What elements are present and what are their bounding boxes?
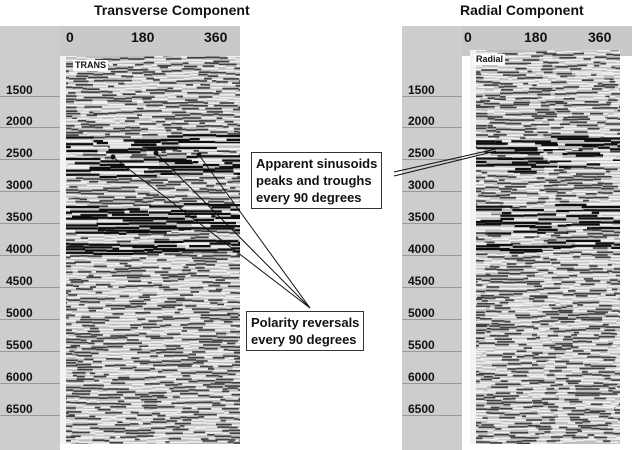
depth-tick [402,255,462,256]
angle-label-360: 360 [588,29,612,45]
transverse-seismic-section [60,56,240,444]
polarity-arrow-2 [155,152,311,309]
polarity-line-1: Polarity reversals [251,315,360,330]
sinusoid-arrow-1 [393,148,497,173]
polarity-callout: Polarity reversals every 90 degrees [246,311,365,351]
depth-label-6000: 6000 [408,370,435,384]
depth-tick [402,319,462,320]
angle-label-180: 180 [524,29,548,45]
depth-label-3000: 3000 [408,178,435,192]
transverse-panel: 0 180 360 TRANS 1500 2000 2500 3000 3500 4000… [0,0,240,450]
depth-label-5500: 5500 [408,338,435,352]
polarity-line-2: every 90 degrees [251,332,357,347]
transverse-trace-label: TRANS [73,60,108,71]
polarity-arrowhead-1 [110,154,116,160]
depth-tick [0,127,60,128]
depth-tick [0,319,60,320]
depth-label-4500: 4500 [6,274,33,288]
depth-label-2500: 2500 [408,146,435,160]
depth-tick [402,415,462,416]
depth-tick [402,96,462,97]
radial-panel: 0 180 360 Radial 1500 2000 2500 3000 3500 400… [402,0,632,450]
polarity-arrow-1 [112,156,311,309]
sinusoids-line-1: Apparent sinusoids [256,156,378,171]
depth-label-5000: 5000 [408,306,435,320]
depth-label-2000: 2000 [408,114,435,128]
radial-trace-label: Radial [474,54,506,65]
depth-label-5000: 5000 [6,306,33,320]
depth-tick [0,287,60,288]
depth-tick [0,255,60,256]
depth-label-2000: 2000 [6,114,33,128]
depth-label-6500: 6500 [408,402,435,416]
depth-label-2500: 2500 [6,146,33,160]
angle-label-180: 180 [131,29,155,45]
depth-tick [402,191,462,192]
transverse-title: Transverse Component [94,2,250,18]
depth-tick [402,351,462,352]
depth-tick [0,96,60,97]
depth-tick [402,223,462,224]
radial-seismic-section [470,50,620,444]
depth-tick [0,223,60,224]
sinusoids-callout: Apparent sinusoids peaks and troughs eve… [251,152,383,209]
radial-title: Radial Component [460,2,584,18]
angle-label-360: 360 [204,29,228,45]
depth-tick [0,159,60,160]
depth-tick [402,383,462,384]
depth-tick [0,415,60,416]
depth-label-4000: 4000 [408,242,435,256]
depth-tick [0,351,60,352]
polarity-arrow-3 [198,154,311,309]
depth-label-6000: 6000 [6,370,33,384]
depth-tick [0,191,60,192]
sinusoids-line-3: every 90 degrees [256,190,362,205]
depth-label-6500: 6500 [6,402,33,416]
angle-label-0: 0 [66,29,74,45]
sinusoids-line-2: peaks and troughs [256,173,372,188]
depth-tick [402,159,462,160]
depth-label-4500: 4500 [408,274,435,288]
angle-label-0: 0 [464,29,472,45]
depth-label-4000: 4000 [6,242,33,256]
depth-label-3000: 3000 [6,178,33,192]
polarity-arrowhead-2 [153,150,159,156]
depth-label-3500: 3500 [408,210,435,224]
depth-label-5500: 5500 [6,338,33,352]
depth-tick [402,127,462,128]
depth-label-3500: 3500 [6,210,33,224]
depth-label-1500: 1500 [6,83,33,97]
depth-tick [0,383,60,384]
angle-axis [60,26,240,56]
polarity-arrowhead-3 [196,152,202,158]
depth-tick [402,287,462,288]
depth-label-1500: 1500 [408,83,435,97]
sinusoid-arrow-2 [393,150,497,177]
